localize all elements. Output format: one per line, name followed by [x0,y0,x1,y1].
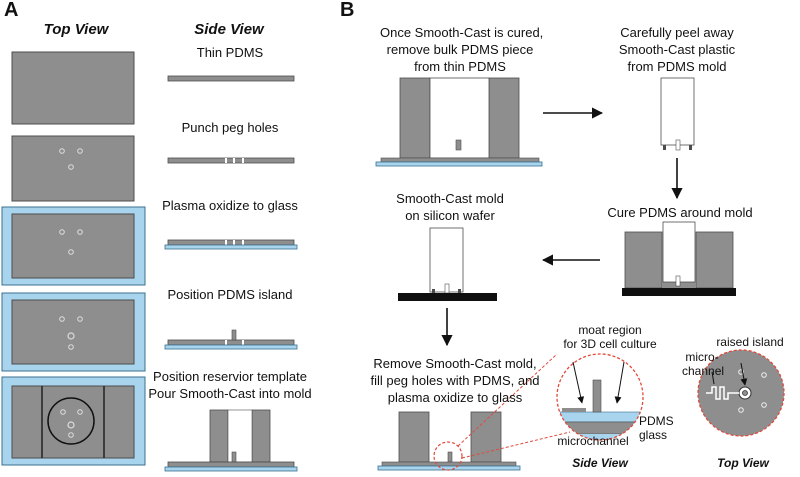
top-view-thin-pdms [11,51,135,125]
side-view-plasma-glass [164,239,298,250]
b-step2-line3: from PDMS mold [627,59,727,74]
step-position-island: Position PDMS island [167,287,293,302]
step-plasma-oxidize: Plasma oxidize to glass [162,198,298,213]
b-step2-line2: Smooth-Cast plastic [618,42,736,57]
step4-illustration [398,227,497,301]
side-view-position-island [164,329,298,350]
zoom-side-view-label: Side View [572,456,628,470]
side-view-thin-pdms [167,75,295,82]
step-reservoir-template: Position reservior template [153,369,307,384]
step-thin-pdms: Thin PDMS [196,45,264,60]
top-view-plasma-glass [1,206,146,286]
b-step4-line1: Smooth-Cast mold [396,191,504,206]
b-step5-line2: fill peg holes with PDMS, and [370,373,540,388]
b-step1-line3: from thin PDMS [414,59,506,74]
side-view-reservoir-template [164,409,298,472]
moat-label-line2: for 3D cell culture [563,337,657,351]
panel-a-letter: A [4,0,19,21]
micro-channel-label-line1: micro- [685,350,719,364]
top-view-position-island [1,292,146,372]
glass-label: glass [639,428,668,442]
b-step2-line1: Carefully peel away [620,25,734,40]
top-view-heading: Top View [43,21,109,38]
panel-b-letter: B [340,0,355,21]
top-view-punch-holes [11,135,135,202]
zoom-line-top [457,353,558,447]
b-step1-line2: remove bulk PDMS piece [386,42,534,57]
side-view-zoom-circle [556,353,644,441]
pdms-label: PDMS [639,414,674,428]
step5-illustration [377,411,521,471]
step-punch-holes: Punch peg holes [181,120,279,135]
b-step5-line1: Remove Smooth-Cast mold, [373,356,537,371]
side-view-punch-holes [167,157,295,164]
top-view-reservoir-template [1,376,146,466]
side-view-heading: Side View [194,21,264,38]
step-pour-smooth-cast: Pour Smooth-Cast into mold [148,386,312,401]
step3-illustration [622,221,736,296]
micro-channel-label-line2: channel [682,364,725,378]
step2-illustration [660,77,695,151]
zoom-top-view-label: Top View [717,456,769,470]
raised-island-label: raised island [716,335,784,349]
step1-illustration [375,77,543,167]
zoom-line-bottom [461,431,571,459]
microchannel-label: microchannel [557,434,629,448]
b-step3-label: Cure PDMS around mold [607,205,753,220]
b-step4-line2: on silicon wafer [405,208,495,223]
b-step1-line1: Once Smooth-Cast is cured, [380,25,544,40]
b-step5-line3: plasma oxidize to glass [387,390,523,405]
top-view-zoom-circle [697,349,785,437]
moat-label-line1: moat region [578,323,642,337]
